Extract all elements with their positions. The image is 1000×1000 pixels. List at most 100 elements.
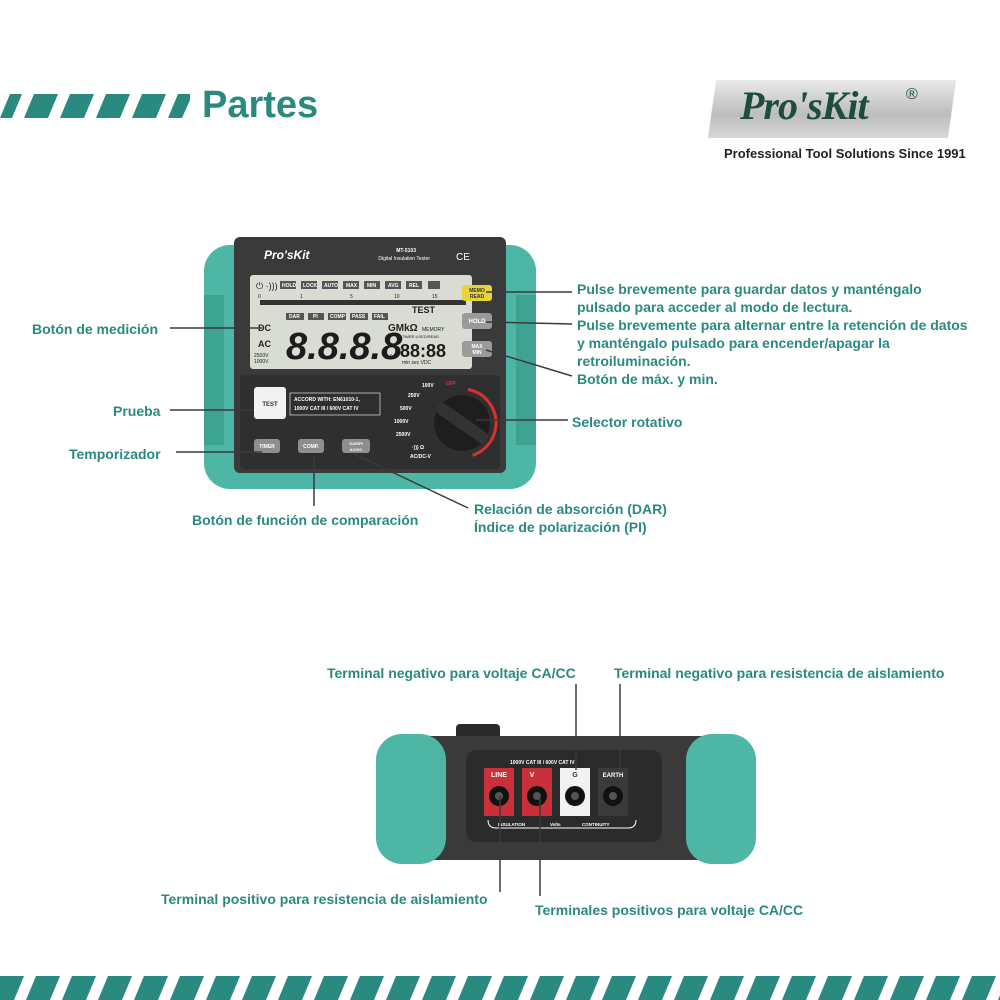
footer-stripe [134,976,168,1000]
lcd-ac: AC [258,339,271,349]
scale-0: 0 [258,294,261,300]
footer-stripe [242,976,276,1000]
scale-15: 15 [432,294,438,300]
label-memo-2: pulsado para acceder al modo de lectura. [577,299,853,315]
scale-1: 1 [300,294,303,300]
footer-stripe [350,976,384,1000]
lcd-flag-lock: LOCK [303,283,318,289]
dar-pi-button[interactable] [342,439,370,453]
lcd-mode-pass: PASS [352,314,366,320]
label-comparacion: Botón de función de comparación [192,512,419,528]
hold-button-label: HOLD [469,319,487,325]
device-subtitle: Digital Insulation Tester [378,256,430,262]
insulation-text: INSULATION [498,822,525,827]
svg-text:AC/DC: AC/DC [350,447,363,452]
svg-text:DAR/PI: DAR/PI [349,441,363,446]
top-rating: 1000V CAT III / 600V CAT IV [510,760,575,766]
footer-stripe [206,976,240,1000]
dial-500v: 500V [400,406,412,412]
footer-stripe [170,976,204,1000]
device-brand: Pro'sKit [264,248,311,262]
lcd-mode-pi: PI [313,314,318,320]
footer-stripe [674,976,708,1000]
lcd-flag-max: MAX [346,283,358,289]
svg-text:READ: READ [470,294,485,300]
test-button-label: TEST [262,402,278,408]
device-model: MT-5103 [396,248,416,254]
lcd-dc: DC [258,323,271,333]
label-dar: Relación de absorción (DAR) [474,501,667,517]
lcd-volt-2500: 2500V [254,353,269,359]
label-neg-volt: Terminal negativo para voltaje CA/CC [327,665,576,681]
label-temporizador: Temporizador [69,446,161,462]
lcd-min-sec: min sec VDC [402,360,432,366]
lcd-flag-avg: AVG [388,283,399,289]
footer-stripe [0,976,24,1000]
label-boton-medicion: Botón de medición [32,321,158,337]
footer-stripe [566,976,600,1000]
lcd-volt-1000: 1000V [254,359,269,365]
top-right-bumper [686,734,756,864]
dial-2500v: 2500V [396,432,411,438]
continuity-text: CONTINUITY [582,822,610,827]
accord-text: ACCORD WITH: EN61010-1, [294,397,360,403]
footer-stripe [926,976,960,1000]
label-pos-ins: Terminal positivo para resistencia de ai… [161,891,488,907]
cat-text: 1000V CAT III / 600V CAT IV [294,406,359,412]
jack-g-label: G [572,772,578,779]
lcd-timer: TIMER USED/READ [402,334,439,339]
footer-stripe [746,976,780,1000]
svg-text:MAX: MAX [471,344,483,350]
jack-v-label: V [530,772,535,779]
footer-stripe [422,976,456,1000]
max-min-button[interactable] [462,341,492,357]
footer-stripe [62,976,96,1000]
lcd-mode-dar: DAR [289,314,300,320]
footer-stripe [530,976,564,1000]
test-button[interactable] [254,387,286,419]
lcd-unit: GMkΩ [388,323,418,334]
lcd-mode-comp: COMP [330,314,346,320]
top-left-bumper [376,734,446,864]
label-pi: Índice de polarización (PI) [474,519,647,535]
label-memo-1: Pulse brevemente para guardar datos y ma… [577,281,922,297]
footer-stripe [386,976,420,1000]
label-maxmin: Botón de máx. y min. [577,371,718,387]
lcd-display [250,275,472,369]
header-stripes [0,94,190,118]
scale-5: 5 [350,294,353,300]
label-prueba: Prueba [113,403,161,419]
hold-button[interactable] [462,313,492,329]
footer-stripe [782,976,816,1000]
footer-stripe [854,976,888,1000]
scale-10: 10 [394,294,400,300]
device-ce: CE [456,252,470,263]
lcd-memory: MEMORY [422,327,445,333]
timer-button-label: TIMER [259,444,275,450]
jack-line-label: LINE [491,772,507,779]
label-neg-ins: Terminal negativo para resistencia de ai… [614,665,945,681]
lcd-v: V [387,354,392,361]
dial-off: OFF [446,381,456,387]
page-title: Partes [202,84,319,126]
footer-stripe [278,976,312,1000]
lcd-flag-auto: AUTO [324,283,338,289]
footer-stripe [818,976,852,1000]
dial-acdc-v: AC/DC-V [410,454,431,460]
memo-read-button[interactable] [462,285,492,301]
label-hold-1: Pulse brevemente para alternar entre la … [577,317,968,333]
footer-stripes [0,976,1000,1000]
comp-button[interactable] [298,439,324,453]
lcd-main-digits: 8.8.8.8 [286,326,403,368]
device-top-illustration: 1000V CAT III / 600V CAT IV LINE V G EAR… [376,724,756,864]
footer-stripe [710,976,744,1000]
brand-logo: Pro'sKit [740,83,869,128]
svg-text:⏻ ·))): ⏻ ·))) [256,281,278,291]
timer-button[interactable] [254,439,280,453]
brand-tagline: Professional Tool Solutions Since 1991 [724,146,966,161]
comp-button-label: COMP. [303,444,319,450]
label-selector: Selector rotativo [572,414,683,430]
footer-stripe [98,976,132,1000]
lcd-mode-fail: FAIL [374,314,385,320]
jack-earth-label: EARTH [603,773,624,779]
